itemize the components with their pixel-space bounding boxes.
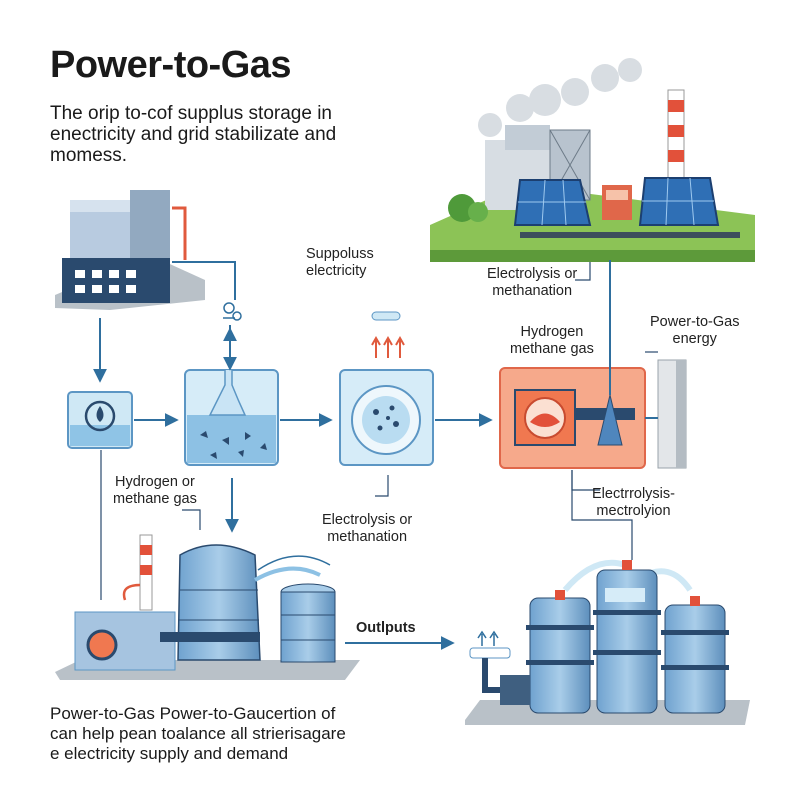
footer-line: Power-to-Gas Power-to-Gaucertion of — [50, 704, 336, 723]
top-electrolysis-label: Electrolysis or methanation — [487, 266, 578, 299]
footer-line: e electricity supply and demand — [50, 744, 289, 763]
gas-plant-illustration — [55, 534, 360, 680]
footer-line: can help pean toalance all strierisagare — [50, 724, 346, 743]
storage-tanks-illustration — [465, 559, 750, 725]
subtitle: The orip to-cof supplus storage in enect… — [50, 103, 410, 166]
flow-arrow — [93, 318, 493, 650]
water-source-box — [67, 391, 133, 449]
heat-arrows-icon — [477, 630, 499, 646]
solar-panel-icon — [638, 177, 720, 226]
solar-panel-icon — [513, 179, 592, 226]
building-illustration — [55, 190, 236, 310]
power-plant-illustration — [430, 58, 755, 262]
storage-tank — [593, 560, 661, 714]
electrolysis-tank-box — [184, 302, 279, 466]
water-drop-icon — [84, 400, 116, 432]
surplus-electricity-label: Suppoluss electricity — [306, 246, 374, 279]
smoke-cloud-icon — [478, 58, 642, 137]
storage-pillar — [645, 359, 687, 469]
outputs-label: Outlputs — [356, 620, 416, 636]
page-title: Power-to-Gas — [50, 44, 292, 86]
mid-electrolysis-label: Electrolysis or methanation — [322, 512, 413, 545]
footer-caption: Power-to-Gas Power-to-Gaucertion of can … — [50, 704, 410, 764]
hydrogen-left-label: Hydrogen or methane gas — [113, 474, 197, 507]
subtitle-line: momess. — [50, 145, 128, 166]
storage-tank — [661, 596, 729, 714]
subtitle-line: enectricity and grid stabilizate and — [50, 124, 337, 145]
methanation-flask-box — [339, 311, 434, 466]
heat-arrows-icon — [371, 335, 405, 358]
gas-bubble-icon — [223, 302, 242, 321]
storage-tank — [526, 590, 594, 714]
power-to-gas-energy-label: Power-to-Gas energy — [650, 314, 740, 347]
electrolysis-right-label: Electrrolysis- mectrolyion — [592, 486, 675, 519]
hydrogen-top-label: Hydrogen methane gas — [510, 324, 594, 357]
subtitle-line: The orip to-cof supplus storage in — [50, 103, 332, 124]
